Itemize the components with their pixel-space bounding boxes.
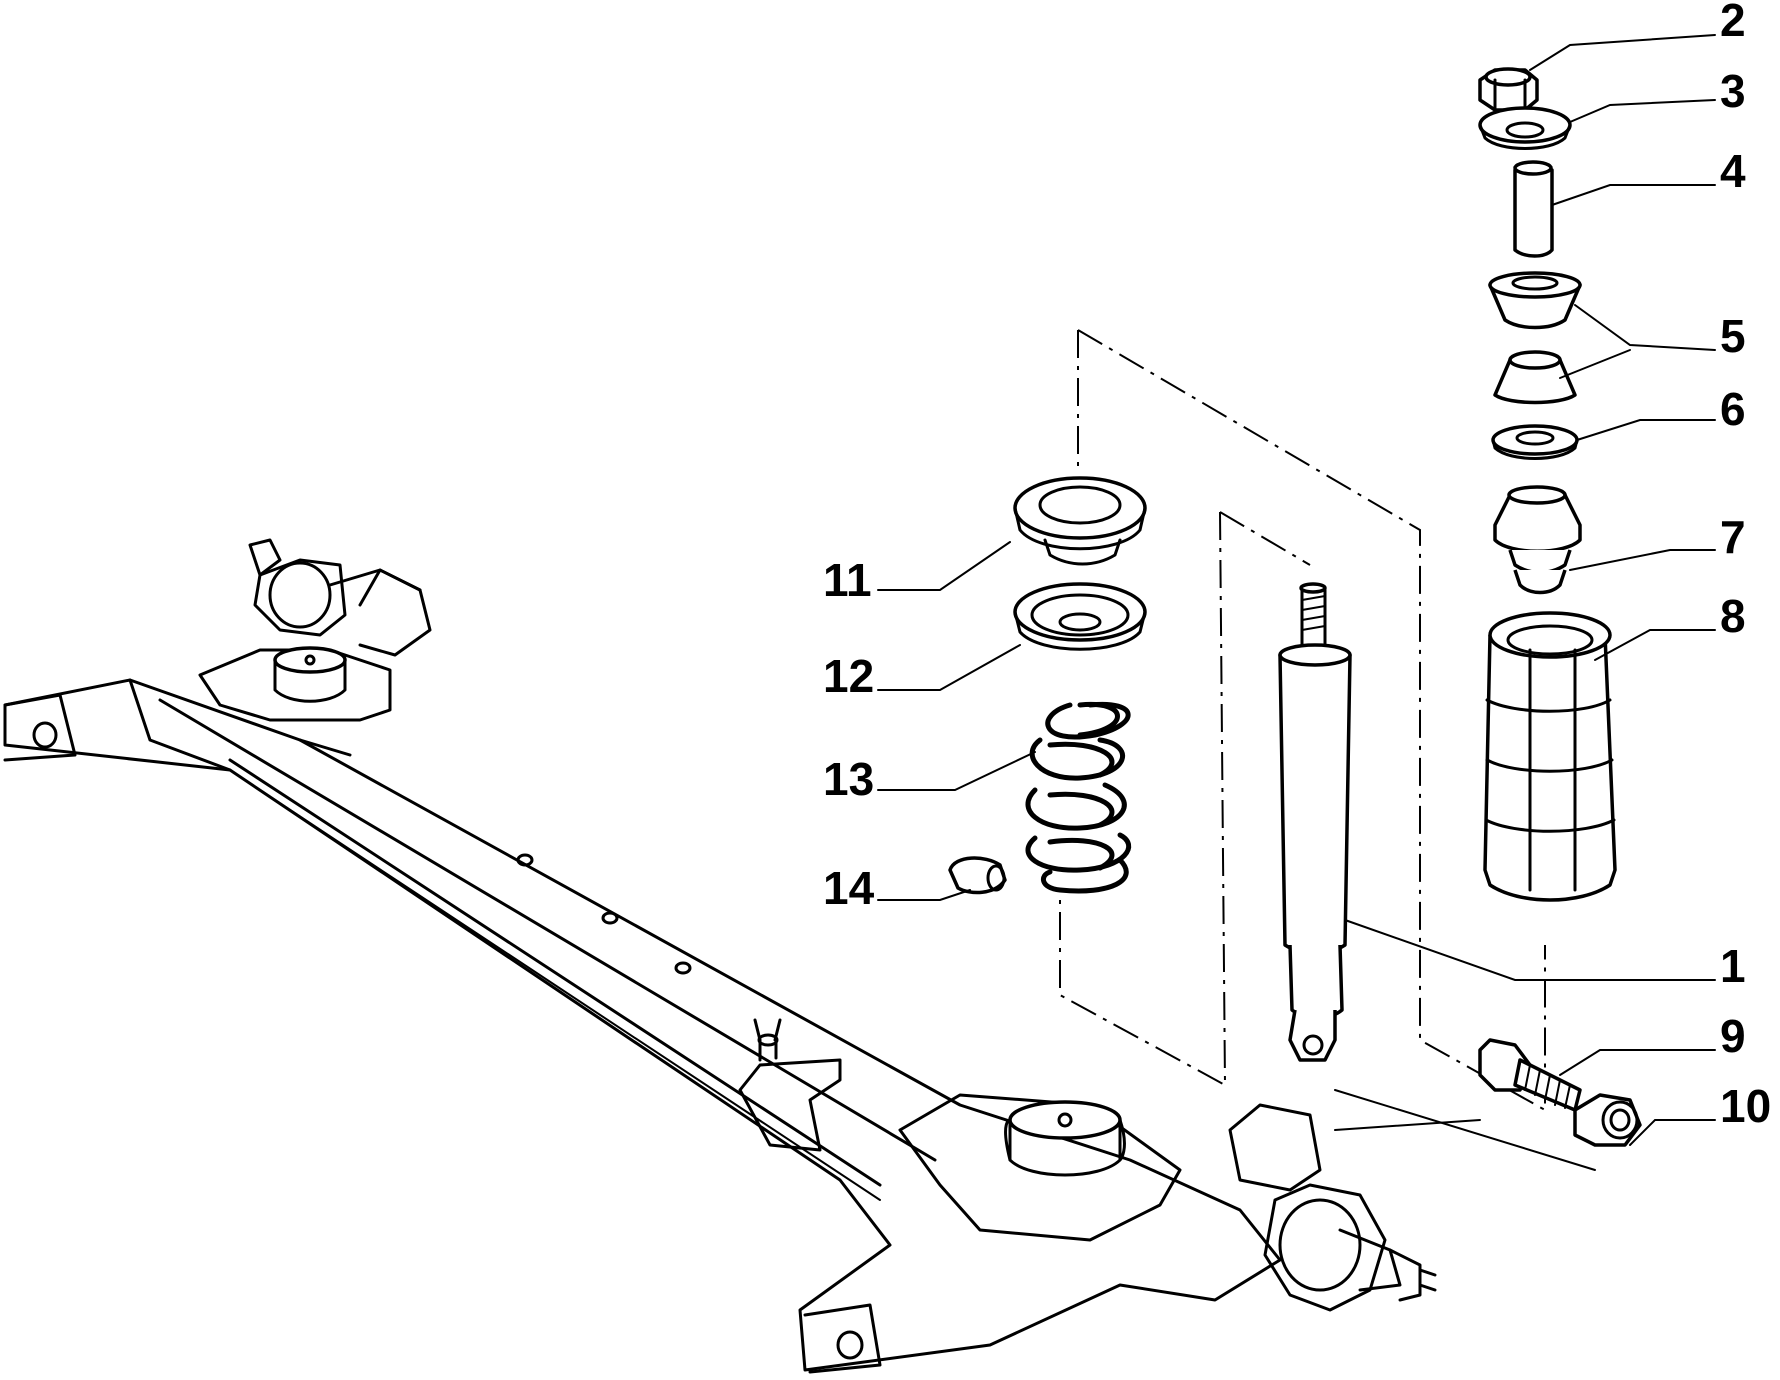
part-12-spring-insulator — [1013, 582, 1147, 651]
part-4-spacer — [1513, 160, 1554, 258]
callout-3: 3 — [1720, 65, 1746, 117]
callout-5: 5 — [1720, 310, 1746, 362]
callout-12: 12 — [823, 650, 874, 702]
reference-lines — [1059, 329, 1596, 1171]
callout-9: 9 — [1720, 1010, 1746, 1062]
callout-4: 4 — [1720, 145, 1746, 197]
callout-11: 11 — [823, 554, 872, 606]
part-10-nut — [1573, 1093, 1642, 1147]
part-14-cap — [948, 856, 1007, 895]
callout-10: 10 — [1720, 1080, 1771, 1132]
leader-lines — [877, 34, 1716, 1146]
part-2-lock-nut — [1478, 67, 1539, 112]
part-7-bump-stop — [1493, 485, 1582, 595]
callout-14: 14 — [823, 862, 875, 914]
part-1-shock-absorber — [1278, 582, 1352, 1062]
part-8-dust-boot — [1483, 611, 1617, 902]
callout-labels: 2 3 4 5 6 7 8 1 9 10 11 12 13 14 — [823, 0, 1771, 1132]
part-13-coil-spring — [1025, 701, 1132, 894]
callout-7: 7 — [1720, 511, 1746, 563]
part-9-bolt — [1478, 1038, 1582, 1112]
part-5-bushes — [1488, 271, 1582, 405]
callout-6: 6 — [1720, 383, 1746, 435]
rear-axle-beam — [3, 538, 1437, 1374]
part-3-washer — [1478, 106, 1572, 150]
callout-13: 13 — [823, 753, 874, 805]
part-6-washer — [1491, 424, 1579, 460]
part-11-upper-seat — [1013, 476, 1147, 566]
callout-8: 8 — [1720, 590, 1746, 642]
callout-2: 2 — [1720, 0, 1746, 46]
callout-1: 1 — [1720, 940, 1746, 992]
